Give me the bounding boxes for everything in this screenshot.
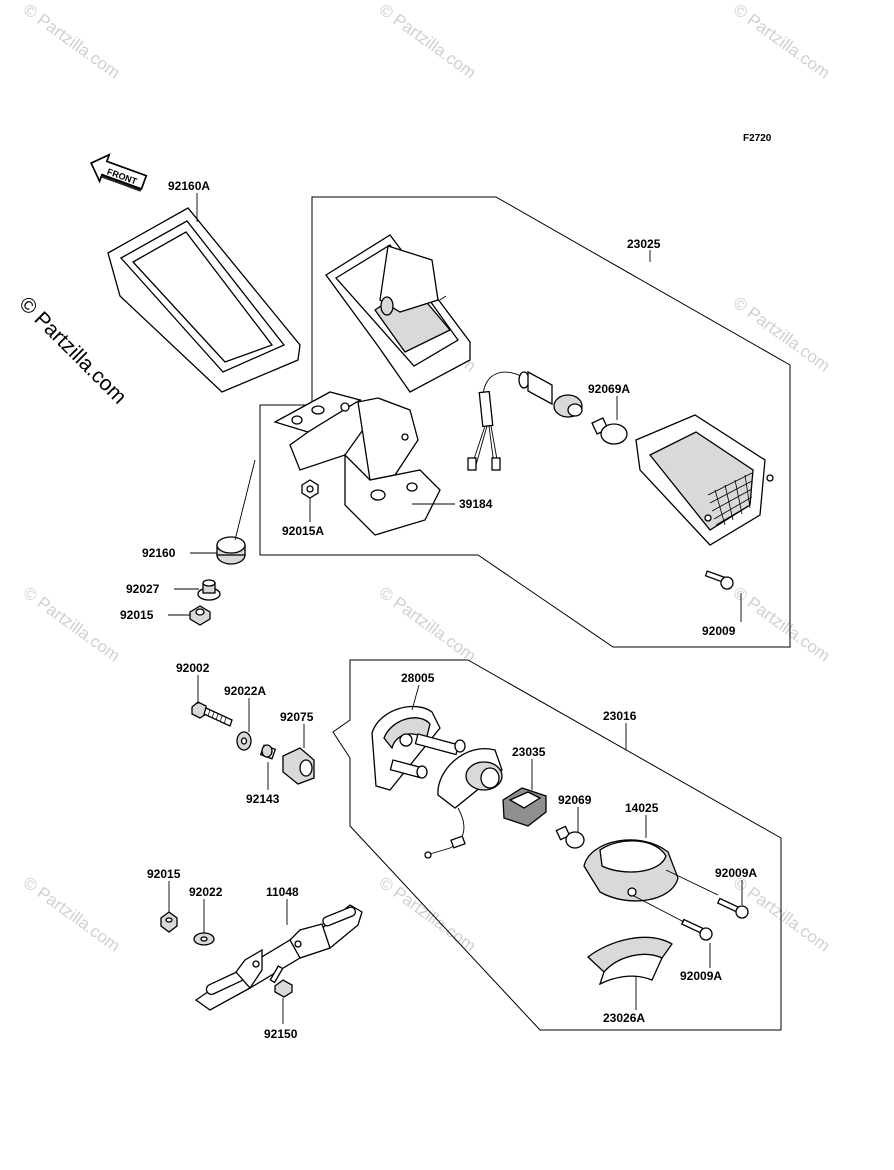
watermark: © Partzilla.com — [730, 293, 834, 376]
label-92009: 92009 — [702, 624, 736, 638]
label-92160: 92160 — [142, 546, 176, 560]
label-92027: 92027 — [126, 582, 160, 596]
label-92022: 92022 — [189, 885, 223, 899]
nut-92015-lower-icon — [160, 911, 178, 933]
grommet-92160-icon — [216, 536, 246, 565]
front-arrow-icon: FRONT — [90, 153, 148, 192]
bracket-39184 — [273, 391, 441, 536]
label-92009A-a: 92009A — [715, 866, 757, 880]
bulb-92069-icon — [555, 825, 585, 849]
watermark: © Partzilla.com — [20, 0, 124, 83]
label-23026A: 23026A — [603, 1011, 645, 1025]
lens-cover-23026A — [586, 936, 673, 986]
collar-92143-icon — [259, 744, 277, 760]
figure-code: F2720 — [743, 133, 772, 144]
label-92160A: 92160A — [168, 179, 210, 193]
label-92015: 92015 — [120, 608, 154, 622]
label-92069: 92069 — [558, 793, 592, 807]
watermark: © Partzilla.com — [376, 583, 480, 666]
license-bracket-11048 — [194, 904, 363, 1011]
screw-92009A-icon — [716, 897, 749, 919]
watermark: © Partzilla.com — [376, 0, 480, 83]
bolt-92150-icon — [269, 965, 293, 998]
socket-23035-icon — [502, 787, 547, 827]
label-23016: 23016 — [603, 709, 637, 723]
lens-14025 — [583, 839, 679, 902]
lamp-socket — [424, 747, 503, 859]
label-92009A-b: 92009A — [680, 969, 722, 983]
wire-harness — [467, 371, 529, 471]
tail-lamp-lens — [635, 414, 774, 546]
nut-92015A-icon — [301, 479, 319, 499]
label-92022A: 92022A — [224, 684, 266, 698]
license-lamp-assy-boundary — [332, 659, 782, 1031]
leader-lines — [168, 193, 743, 1024]
label-92002: 92002 — [176, 661, 210, 675]
label-92015-lower: 92015 — [147, 867, 181, 881]
nut-92015-icon — [189, 605, 211, 626]
label-28005: 28005 — [401, 671, 435, 685]
housing-28005 — [371, 705, 466, 791]
label-92143: 92143 — [246, 792, 280, 806]
label-14025: 14025 — [625, 801, 659, 815]
watermark-main: © Partzilla.com — [14, 292, 130, 408]
watermark: © Partzilla.com — [730, 0, 834, 83]
label-39184: 39184 — [459, 497, 493, 511]
watermark: © Partzilla.com — [20, 583, 124, 666]
label-92150: 92150 — [264, 1027, 298, 1041]
screw-92009-icon — [704, 570, 734, 590]
collar-92027-icon — [197, 579, 221, 601]
watermark: © Partzilla.com — [20, 873, 124, 956]
tail-lamp-assy-boundary — [259, 196, 791, 648]
upper-socket — [518, 370, 583, 418]
bulb-92069A-icon — [591, 417, 628, 445]
damper-92075-icon — [282, 747, 315, 785]
label-92015A: 92015A — [282, 524, 324, 538]
tail-lamp-housing — [325, 234, 471, 393]
lamp-cover-92160A — [107, 207, 301, 393]
watermark: © Partzilla.com — [376, 873, 480, 956]
screw-92009A-icon — [680, 918, 713, 941]
label-23025: 23025 — [627, 237, 661, 251]
bolt-92002-icon — [191, 701, 233, 727]
label-92069A: 92069A — [588, 382, 630, 396]
part-labels: 92160A 23025 92069A 39184 92015A 92160 9… — [120, 179, 757, 1041]
label-92075: 92075 — [280, 710, 314, 724]
label-23035: 23035 — [512, 745, 546, 759]
washer-92022-icon — [193, 932, 215, 946]
washer-92022A-icon — [236, 731, 252, 751]
label-11048: 11048 — [266, 885, 299, 899]
watermark: © Partzilla.com — [730, 583, 834, 666]
